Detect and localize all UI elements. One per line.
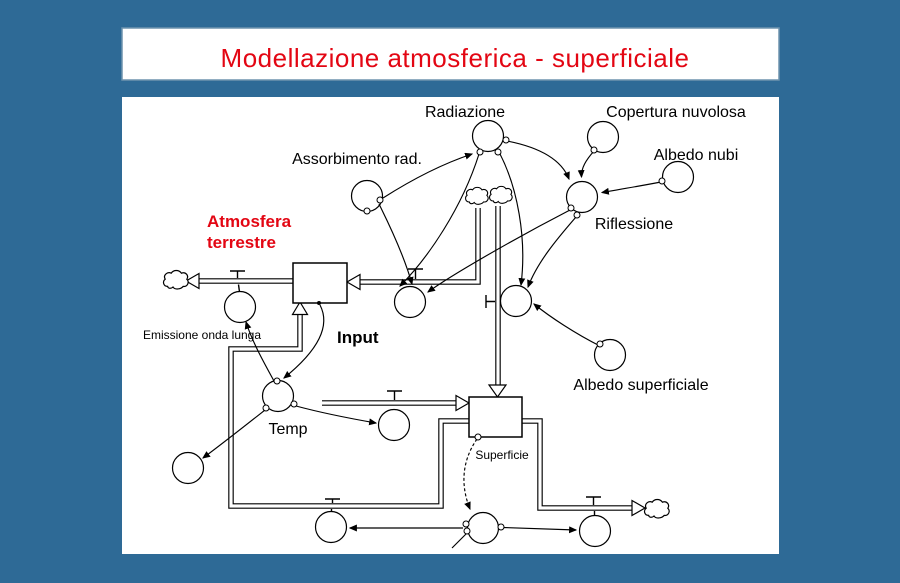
- flow-arrow-into-atmosfera-bottom: [291, 300, 309, 316]
- label-input: Input: [337, 328, 379, 347]
- cloud-source-top-1: [465, 186, 489, 205]
- converter-emissione-onda-lunga: [223, 290, 257, 324]
- converters: [171, 119, 695, 548]
- label-riflessione: Riflessione: [595, 216, 673, 233]
- connector-atmosfera-temp: [283, 304, 325, 379]
- flow-arrowheads: [184, 272, 647, 517]
- connector-assorbimento-radiazione: [382, 152, 474, 199]
- connector-copertura-riflessione: [577, 150, 595, 179]
- label-copertura-nuvolosa: Copertura nuvolosa: [606, 104, 746, 121]
- connector-temp-inputsup: [295, 405, 378, 426]
- handle: [658, 177, 666, 185]
- slide-title: Modellazione atmosferica - superficiale: [221, 43, 690, 73]
- handle: [474, 433, 482, 441]
- stock-flow-diagram: Radiazione Copertura nuvolosa Assorbimen…: [143, 104, 746, 549]
- converter-riflessione: [565, 180, 599, 214]
- connector-riflessione-input: [427, 209, 571, 293]
- connector-albedo-nubi-riflessione: [600, 181, 662, 195]
- handle: [567, 204, 575, 212]
- flow-arrow-to-right-cloud: [631, 499, 647, 517]
- connector-assorbimento-input: [378, 203, 414, 286]
- valve-riflessione-flow: [485, 295, 495, 308]
- cloud-sink-right: [643, 498, 670, 519]
- flow-valves: [230, 268, 601, 516]
- connector-radiazione-riflflow: [499, 153, 526, 287]
- cloud-source-top-2: [489, 185, 513, 204]
- connector-surftemp-outflow: [501, 526, 578, 534]
- connector-albedo-sup-riflflow: [533, 303, 601, 347]
- label-atmosfera-line2: terrestre: [207, 233, 276, 252]
- label-radiazione: Radiazione: [425, 104, 505, 121]
- handle: [376, 196, 384, 204]
- label-atmosfera-line1: Atmosfera: [207, 212, 292, 231]
- connector-riflessione-riflflow: [527, 216, 577, 289]
- handle: [462, 520, 470, 528]
- handle: [596, 340, 604, 348]
- converter-albedo-superficiale: [593, 338, 627, 372]
- converter-copertura-nuvolosa: [586, 120, 620, 154]
- flow-arrow-into-atmosfera-right: [345, 273, 361, 291]
- handle: [290, 400, 298, 408]
- connectors: [202, 140, 662, 549]
- valve-emissione: [230, 270, 245, 293]
- handle: [494, 148, 502, 156]
- pipe-superficie-atmosfera-inner: [229, 314, 469, 508]
- connector-surftemp-stub: [451, 533, 467, 549]
- title-banner: [121, 27, 780, 81]
- label-temp: Temp: [268, 421, 307, 438]
- handle: [262, 404, 270, 412]
- converter-superficie-atmosfera-flow: [314, 510, 348, 544]
- converter-radiazione: [471, 119, 505, 153]
- handle: [502, 136, 510, 144]
- label-emissione-onda-lunga: Emissione onda lunga: [143, 328, 261, 342]
- handle: [273, 377, 281, 385]
- cloud-sink-left: [162, 269, 189, 290]
- flow-arrow-into-superficie-top: [487, 384, 508, 399]
- pipe-superficie-outflow-inner: [522, 419, 633, 510]
- converter-albedo-nubi: [661, 160, 695, 194]
- converter-bottom-left: [171, 451, 205, 485]
- anchor-handles: [262, 136, 666, 535]
- flow-arrow-into-superficie-left: [455, 394, 471, 412]
- label-albedo-nubi: Albedo nubi: [654, 147, 739, 164]
- valve-input-superficie: [387, 390, 402, 400]
- converter-superficie-temp: [466, 511, 500, 545]
- handle: [497, 523, 505, 531]
- handle: [573, 211, 581, 219]
- diagram-labels: Radiazione Copertura nuvolosa Assorbimen…: [143, 104, 746, 462]
- converter-outflow: [578, 514, 612, 548]
- label-albedo-superficiale: Albedo superficiale: [573, 377, 708, 394]
- handle: [463, 527, 471, 535]
- handle: [363, 207, 371, 215]
- handle: [590, 146, 598, 154]
- converter-assorbimento-rad: [350, 179, 384, 213]
- connector-radiazione-riflessione: [506, 140, 570, 181]
- stock-superficie: [468, 396, 523, 438]
- converter-input-flow: [393, 285, 427, 319]
- flow-arrow-to-left-cloud: [184, 272, 200, 290]
- converter-riflessione-flow: [499, 284, 533, 318]
- connector-superficie-surftemp: [463, 438, 478, 511]
- clouds: [162, 185, 670, 519]
- stock-atmosfera-terrestre: [292, 262, 348, 304]
- handle: [317, 301, 321, 305]
- label-superficie: Superficie: [475, 448, 529, 462]
- label-assorbimento-rad: Assorbimento rad.: [292, 151, 422, 168]
- connector-temp-emissione: [244, 320, 275, 382]
- converter-input-superficie-flow: [377, 408, 411, 442]
- connector-temp-bottomleft: [202, 409, 266, 459]
- handle: [476, 148, 484, 156]
